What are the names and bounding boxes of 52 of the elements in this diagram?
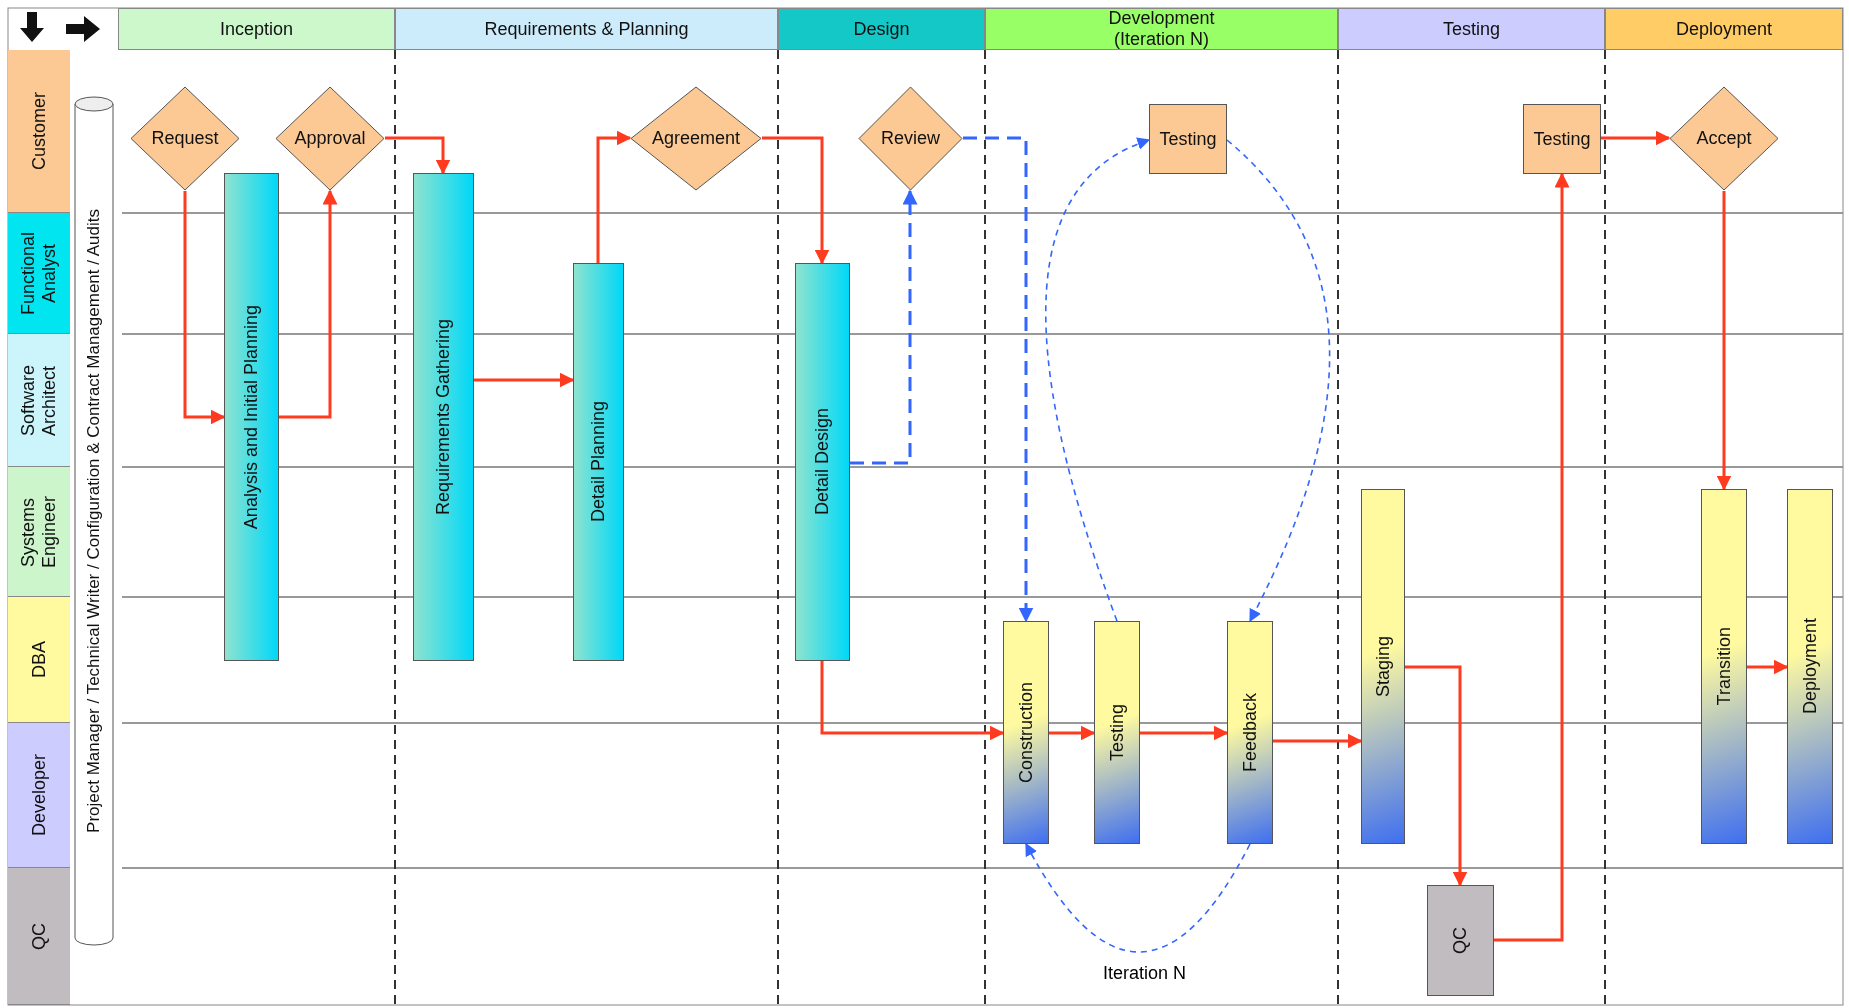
role-cylinder: Project Manager / Technical Writer / Configuration & Contract Management / Audits xyxy=(74,96,114,946)
activity-bar: Testing xyxy=(1094,621,1140,844)
decision-diamond: Approval xyxy=(275,86,385,191)
phase-header: Design xyxy=(778,8,985,50)
arrow xyxy=(474,372,575,388)
decision-diamond: Accept xyxy=(1669,86,1779,191)
activity-bar: Staging xyxy=(1361,489,1405,844)
lane-header: QC xyxy=(8,868,70,1005)
arrow xyxy=(1273,733,1363,749)
arrow xyxy=(1049,725,1096,741)
arrow xyxy=(596,130,632,263)
arrow xyxy=(1045,138,1151,622)
process-box: Testing xyxy=(1149,104,1227,174)
activity-bar: Transition xyxy=(1701,489,1747,844)
process-box: QC xyxy=(1427,885,1494,996)
phase-header: Inception xyxy=(118,8,395,50)
lane-header: Systems Engineer xyxy=(8,467,70,597)
arrow xyxy=(183,191,226,425)
lane-header: Customer xyxy=(8,50,70,213)
arrow xyxy=(1226,139,1331,623)
arrow xyxy=(1747,659,1789,675)
activity-bar: Requirements Gathering xyxy=(413,173,474,661)
lane-header: Developer xyxy=(8,723,70,868)
arrow xyxy=(1140,725,1229,741)
activity-bar: Detail Planning xyxy=(573,263,624,661)
decision-diamond: Review xyxy=(858,86,963,191)
activity-bar: Deployment xyxy=(1787,489,1833,844)
arrow xyxy=(963,136,1034,623)
phase-header: Testing xyxy=(1338,8,1605,50)
phase-header: Deployment xyxy=(1605,8,1843,50)
arrow xyxy=(1405,665,1468,887)
lane-header: Functional Analyst xyxy=(8,213,70,334)
arrow xyxy=(385,136,451,175)
phase-header: Development (Iteration N) xyxy=(985,8,1338,50)
lane-header: DBA xyxy=(8,597,70,723)
activity-bar: Detail Design xyxy=(795,263,850,661)
arrow xyxy=(1025,842,1251,953)
arrow xyxy=(279,189,338,419)
decision-diamond: Agreement xyxy=(630,86,762,191)
arrow xyxy=(1716,191,1732,491)
activity-bar: Feedback xyxy=(1227,621,1273,844)
activity-bar: Analysis and Initial Planning xyxy=(224,173,279,661)
decision-diamond: Request xyxy=(130,86,240,191)
process-box: Testing xyxy=(1523,104,1601,174)
phase-header: Requirements & Planning xyxy=(395,8,778,50)
arrow xyxy=(850,189,918,465)
arrow xyxy=(1494,172,1570,942)
activity-bar: Construction xyxy=(1003,621,1049,844)
arrow xyxy=(762,136,830,265)
arrow xyxy=(1601,130,1671,146)
arrow xyxy=(820,661,1005,741)
lane-header: Software Architect xyxy=(8,334,70,467)
